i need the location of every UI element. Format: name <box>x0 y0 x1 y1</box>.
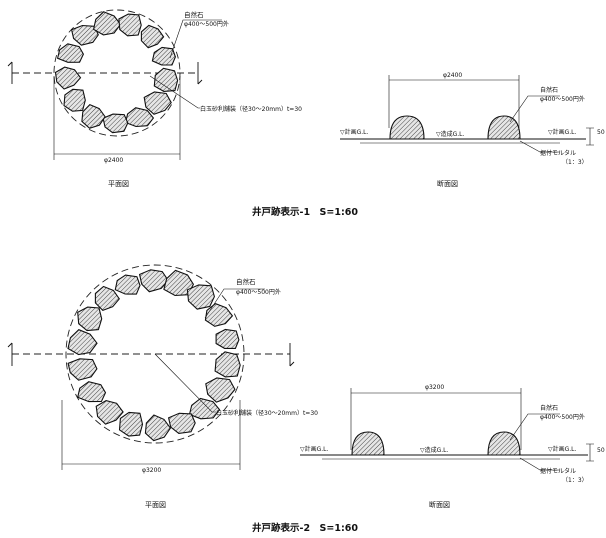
natural-stone <box>95 400 124 425</box>
diameter-label: φ3200 <box>142 467 161 474</box>
plan-caption: 平面図 <box>145 501 166 509</box>
gl-plan-right: ▽計画G.L. <box>548 445 577 453</box>
section-stone-label: 自然石 <box>540 404 558 412</box>
mortar-leader <box>519 457 560 471</box>
plan-caption: 平面図 <box>108 180 129 188</box>
gl-plan-left: ▽計画G.L. <box>340 128 369 136</box>
section-caption: 断面図 <box>429 500 450 509</box>
natural-stone <box>54 66 82 90</box>
gravel-leader <box>149 75 200 109</box>
mortar-label: 据付モルタル <box>540 149 576 157</box>
mortar-label: 据付モルタル <box>540 467 576 475</box>
gl-plan-left: ▽計画G.L. <box>300 445 329 453</box>
depth-dimension <box>586 127 594 146</box>
section-diameter-line <box>388 75 520 128</box>
section-stone-leader <box>509 95 560 123</box>
stone-ring <box>67 269 241 442</box>
natural-stone <box>118 13 142 37</box>
section-stone-right <box>487 115 521 140</box>
section-diameter-line <box>350 388 522 450</box>
mortar-leader <box>519 140 560 153</box>
natural-stone <box>205 377 236 403</box>
natural-stone <box>118 411 144 437</box>
natural-stone <box>102 113 129 134</box>
drawing-title-2: 井戸跡表示-2 S=1:60 <box>252 522 358 534</box>
section-stone-left <box>389 115 425 140</box>
natural-stone <box>143 91 172 115</box>
section-stone-right <box>487 431 521 456</box>
natural-stone <box>67 329 98 356</box>
section-view-2: φ3200 ▽計画G.L. ▽造成G.L. ▽計画G.L. 自然石 φ400～5… <box>300 384 605 509</box>
natural-stone <box>151 46 176 66</box>
stone-label: 自然石 <box>184 10 204 19</box>
natural-stone <box>92 11 122 36</box>
natural-stone <box>140 24 165 49</box>
gravel-label: 白玉砂利舗装（径30～20mm）t=30 <box>200 105 302 113</box>
natural-stone <box>81 103 106 129</box>
natural-stone <box>144 414 172 442</box>
section-stone-size: φ400～500円外 <box>540 413 585 421</box>
stone-size: φ400～500円外 <box>236 288 281 296</box>
natural-stone <box>77 306 103 332</box>
section-mark-right <box>289 343 295 367</box>
drawing-title-1: 井戸跡表示-1 S=1:60 <box>252 206 358 218</box>
section-stone-leader <box>509 413 560 441</box>
natural-stone <box>153 67 179 92</box>
natural-stone <box>67 358 98 381</box>
section-caption: 断面図 <box>437 179 458 188</box>
section-stone-size: φ400～500円外 <box>540 95 585 103</box>
natural-stone <box>163 269 195 297</box>
depth-label: 50 <box>597 129 605 136</box>
stone-size: φ400～500円外 <box>184 20 229 28</box>
section-view-1: φ2400 ▽計画G.L. ▽造成G.L. ▽計画G.L. 自然石 φ400～5… <box>340 72 605 188</box>
stone-leader <box>204 288 265 319</box>
depth-dimension <box>586 443 594 462</box>
section-diameter-label: φ2400 <box>443 72 462 79</box>
section-mark-left <box>7 342 13 366</box>
plan-view-1: 自然石 φ400～500円外 白玉砂利舗装（径30～20mm）t=30 φ240… <box>7 9 302 188</box>
natural-stone <box>70 24 99 46</box>
diameter-dimension-line <box>53 76 181 160</box>
gravel-label: 白玉砂利舗装（径30～20mm）t=30 <box>216 409 318 417</box>
diameter-label: φ2400 <box>104 157 123 164</box>
gl-built: ▽造成G.L. <box>420 446 449 454</box>
natural-stone <box>56 43 85 63</box>
natural-stone <box>63 88 86 112</box>
stone-label: 自然石 <box>236 277 256 286</box>
natural-stone <box>215 328 240 349</box>
mortar-ratio: （1：3） <box>562 159 588 166</box>
natural-stone <box>214 351 241 378</box>
natural-stone <box>188 397 221 420</box>
diameter-dimension-line <box>61 400 241 470</box>
gravel-leader <box>154 353 216 413</box>
section-stone-left <box>351 431 385 456</box>
natural-stone <box>186 284 215 310</box>
gl-built: ▽造成G.L. <box>436 130 465 138</box>
natural-stone <box>114 274 141 295</box>
natural-stone <box>167 412 196 434</box>
depth-label: 50 <box>597 447 605 454</box>
section-mark-left <box>7 61 13 84</box>
section-diameter-label: φ3200 <box>425 384 444 391</box>
mortar-ratio: （1：3） <box>562 477 588 484</box>
gl-plan-right: ▽計画G.L. <box>548 128 577 136</box>
stone-ring <box>54 11 179 134</box>
natural-stone <box>77 381 107 403</box>
plan-view-2: 自然石 φ400～500円外 白玉砂利舗装（径30～20mm）t=30 φ320… <box>7 264 318 509</box>
stone-leader <box>169 19 222 59</box>
section-mark-right <box>197 62 203 85</box>
natural-stone <box>204 302 234 327</box>
natural-stone <box>94 285 120 312</box>
section-stone-label: 自然石 <box>540 86 558 94</box>
